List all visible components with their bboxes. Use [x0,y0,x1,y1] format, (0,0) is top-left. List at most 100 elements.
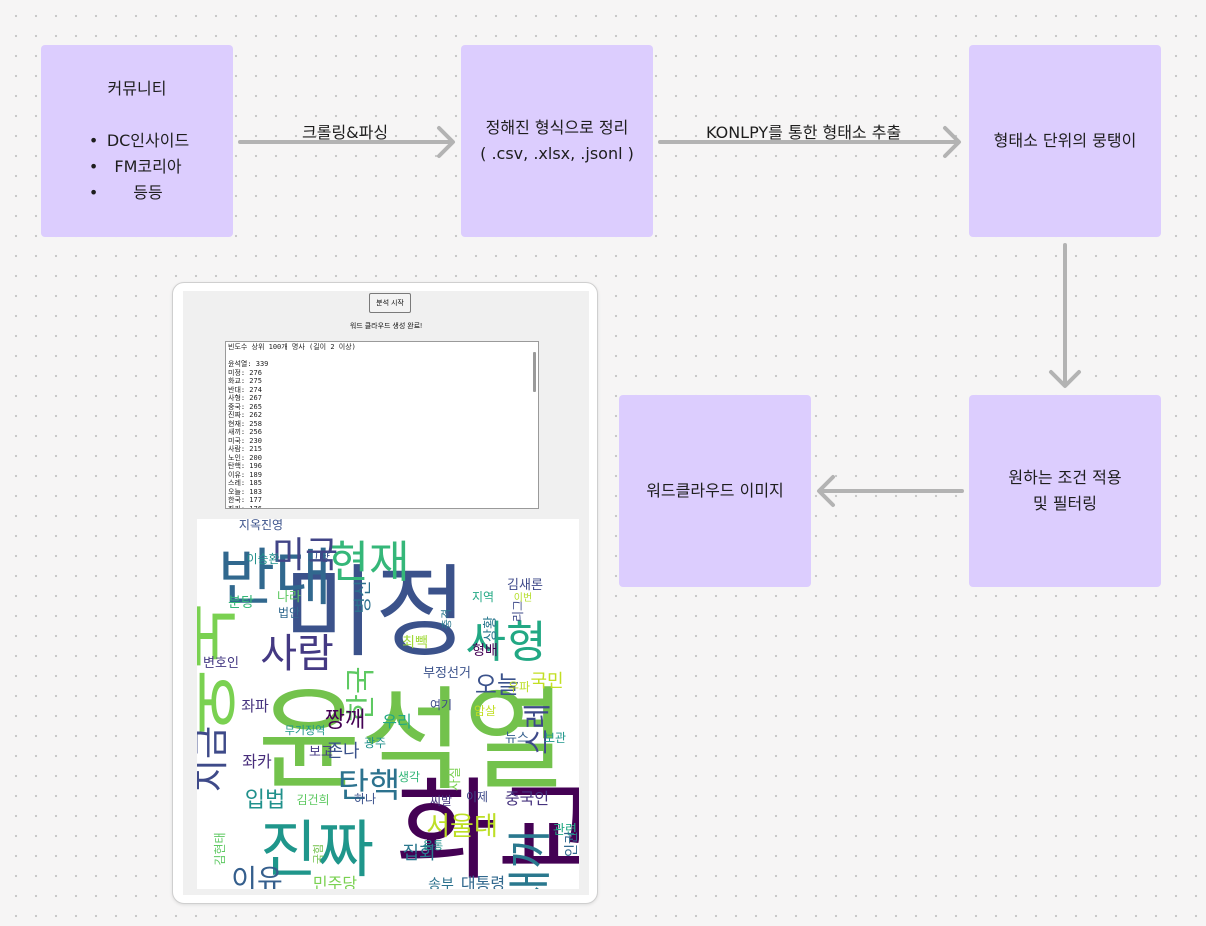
result-line: 반대: 274 [228,385,262,394]
crawl-edge-label: 크롤링&파싱 [302,123,389,142]
word-cloud-word: 입법 [245,788,285,813]
result-line: 한국: 177 [228,496,262,504]
arrow-community-to-organize [238,126,455,158]
word-cloud-word: 스레 [521,703,554,755]
result-line: 이유: 189 [228,470,262,479]
konlpy-edge-label: KONLPY를 통한 형태소 추출 [706,123,902,142]
filter-line1: 원하는 조건 적용 [1008,468,1122,487]
result-line: 노인: 200 [228,453,262,462]
analyze-start-button[interactable]: 분석 시작 [369,293,411,313]
arrow-morph-to-filter [1049,243,1081,388]
word-cloud-word: 음통 [423,839,443,852]
word-cloud-word: 우파 [508,680,530,694]
word-cloud-word: 뉴스 [505,731,529,746]
result-header: 빈도수 상위 100개 명사 (길이 2 이상) [228,343,356,351]
word-cloud-word: 광주 [364,736,386,750]
word-cloud-word: 오늘 [475,671,519,699]
word-cloud-word: 우리 [382,712,411,731]
result-line: 진짜: 262 [228,411,262,419]
word-cloud-word: 이제 [466,790,488,804]
word-cloud-word: 사실 [448,767,463,791]
word-cloud-word: 윤석열 [257,676,566,806]
word-cloud-word: 이번 [514,592,532,604]
community-title: 커뮤니티 [107,79,167,98]
wordcloud-node-label: 워드클라우드 이미지 [646,481,784,500]
word-cloud-word: 대통령 [461,874,505,889]
word-cloud-word: 화교 [396,767,579,889]
word-cloud-word: 중국 [197,603,246,735]
word-cloud-word: 중국인 [505,789,549,808]
word-cloud-word: 분탕 [228,595,254,611]
word-cloud-word: 한국 [344,666,379,721]
word-cloud-word: 진짜 [260,813,374,886]
community-item-etc: 등등 [85,180,189,206]
result-line: 스레: 185 [228,479,262,487]
word-cloud-word: 이승환 [246,552,279,566]
word-cloud-word: 탄핵 [338,766,401,806]
word-cloud-word: 김현태 [213,832,227,865]
result-line: 중국: 265 [228,402,262,411]
filter-line2: 및 필터링 [1033,494,1097,513]
word-cloud-word: 형배 [472,643,498,659]
community-list: DC인사이드 FM코리아 등등 [85,128,189,206]
word-cloud-word: 이유 [231,863,283,889]
organize-line2: ( .csv, .xlsx, .jsonl ) [480,144,634,163]
word-cloud-word: 송부 [428,877,454,889]
word-cloud-word: 사형 [466,617,547,668]
word-cloud-word: 집회 [402,843,435,864]
word-cloud-word: 미국 [272,535,338,576]
result-scrollbar[interactable] [533,352,536,392]
word-cloud-word: 암살 [474,704,496,718]
word-cloud-word: 좌파 [241,697,269,715]
word-cloud-word: 씨발 [430,794,452,808]
word-cloud-word: 부정선거 [423,666,471,681]
community-item-dcinside: DC인사이드 [85,128,189,154]
morph-node[interactable]: 형태소 단위의 뭉탱이 [969,45,1161,237]
word-cloud-word: 지금 [197,726,232,792]
organize-line1: 정해진 형식으로 정리 [485,118,629,137]
word-cloud-word: 민주당 [313,874,357,889]
word-cloud-word: 존나 [326,741,359,762]
word-cloud-word: 병신 [353,580,374,613]
word-cloud-word: 그냥 [308,550,330,564]
word-cloud-word: 관련 [553,823,577,838]
word-cloud-word: 새끼 [505,829,556,889]
community-node[interactable]: 커뮤니티 DC인사이드 FM코리아 등등 [41,45,233,237]
word-cloud-word: 반대 [218,541,332,614]
result-line: 좌카: 176 [228,504,262,509]
filter-node[interactable]: 원하는 조건 적용 및 필터링 [969,395,1161,587]
result-line: 오늘: 183 [228,487,262,496]
word-cloud-word: 서울대 [426,812,498,842]
result-line: 새끼: 256 [228,428,262,436]
result-line: 현재: 258 [228,419,262,428]
word-cloud-word: 보고 [309,745,333,760]
app-screenshot-card: 분석 시작 워드 클라우드 생성 완료! 빈도수 상위 100개 명사 (길이 … [172,282,598,904]
word-cloud-word: 하나 [354,792,376,806]
word-cloud-word: 나라 [277,590,301,605]
morph-label: 형태소 단위의 뭉탱이 [993,131,1137,150]
word-cloud-word: 인권 [564,831,579,857]
result-line: 탄핵: 196 [228,462,262,470]
word-cloud-word: 김건희 [296,793,329,807]
organize-node[interactable]: 정해진 형식으로 정리 ( .csv, .xlsx, .jsonl ) [461,45,653,237]
word-cloud-word: 국민 [530,671,563,692]
word-cloud-word: 국힘 [312,844,325,864]
word-cloud-word: 법안 [278,606,300,620]
word-cloud-word: 짱깨 [325,708,365,733]
result-line: 미정: 276 [228,368,262,377]
status-text: 워드 클라우드 생성 완료! [349,323,423,330]
word-cloud-word: 충격 [440,609,453,629]
wordcloud-node[interactable]: 워드클라우드 이미지 [619,395,811,587]
word-cloud-word: 좌카 [242,752,272,771]
word-cloud-word: 리그 [511,600,525,622]
word-cloud-word: 지역 [472,590,494,604]
word-cloud-word: 생각 [398,770,420,784]
word-cloud-word: 미정 [283,554,467,671]
word-cloud-word: 현재 [329,537,410,588]
community-item-fmkorea: FM코리아 [85,154,189,180]
word-cloud-word: 최빽 [402,635,428,651]
arrow-filter-to-wordcloud [817,475,964,507]
